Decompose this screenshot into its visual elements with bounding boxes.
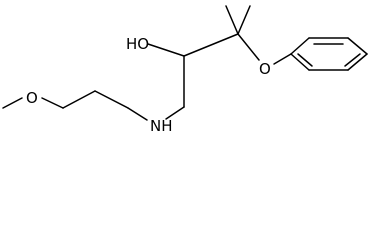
bond-choh-to-hydroxyl [147,43,185,57]
ether-oxygen-label: O [259,60,271,78]
bond-c2-to-c3 [94,90,129,109]
bond-quaternary-to-methyl-left [225,5,239,35]
ring-inner-double-bond-2 [344,53,361,67]
bond-methyl-to-methoxy-oxygen [2,97,23,109]
bond-ether-oxygen-to-phenyl [273,53,292,65]
bond-c3-to-nitrogen [127,107,148,121]
amine-hydrogen-label: H [161,117,172,135]
bond-nitrogen-to-ch2 [165,106,185,120]
bond-methoxy-oxygen-to-c1 [41,97,64,109]
ring-inner-double-bond-3 [297,53,313,67]
bond-choh-to-quaternary-carbon [183,33,239,57]
chemical-structure-diagram: O N H HO O [2,5,368,135]
bond-quaternary-to-ether-oxygen [237,33,260,61]
ring-bond-1 [290,37,310,55]
hydroxyl-label: HO [126,35,149,53]
amine-nitrogen-label: N [150,117,161,135]
methoxy-oxygen-label: O [26,89,38,107]
bond-c1-to-c2 [62,90,96,109]
ring-bond-3 [347,37,368,55]
ring-bond-4 [347,53,368,71]
bond-quaternary-to-methyl-right [237,5,251,35]
ring-bond-6 [290,53,310,71]
